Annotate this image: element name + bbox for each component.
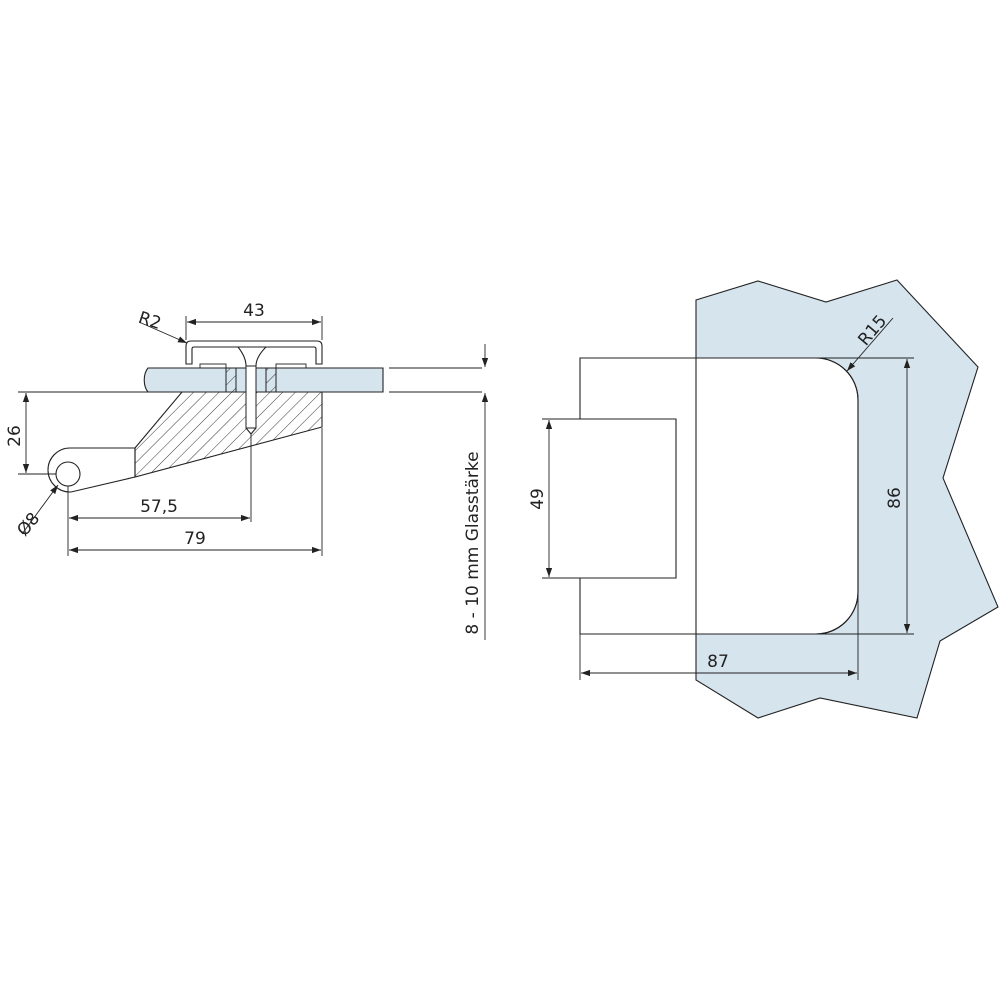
side-view: 43 R2 26 Ø8 57,5 79 8 - 10 mm Glasstärke [5,301,489,640]
height-label: 26 [5,425,25,447]
bushing-right [265,367,277,393]
glass-panel [695,279,999,719]
plate-width-label: 43 [243,301,265,321]
hinge-body [134,391,323,478]
r2-label: R2 [136,308,164,334]
hinge-plate [579,357,859,635]
cutout-height-label: 86 [885,487,905,509]
plate-height-label: 49 [528,488,548,510]
d8-leader [21,484,59,535]
glass-section [143,367,384,393]
pin-knuckle [47,447,136,493]
total-length-label: 79 [184,529,206,549]
bushing-left [225,367,237,393]
pin-hole [55,461,81,487]
r2-leader [138,321,188,344]
clamp-plate [185,340,323,365]
bolt-shaft [245,365,257,429]
front-view: R15 86 49 87 [528,279,999,719]
r15-leader [846,317,894,372]
bolt-head [236,346,268,367]
washer [275,363,307,369]
glass-thickness-label: 8 - 10 mm Glasstärke [463,451,483,634]
washer [199,363,227,369]
pin-diameter-label: Ø8 [13,509,44,540]
bolt-distance-label: 57,5 [140,497,178,517]
cutout-width-label: 87 [707,652,729,672]
